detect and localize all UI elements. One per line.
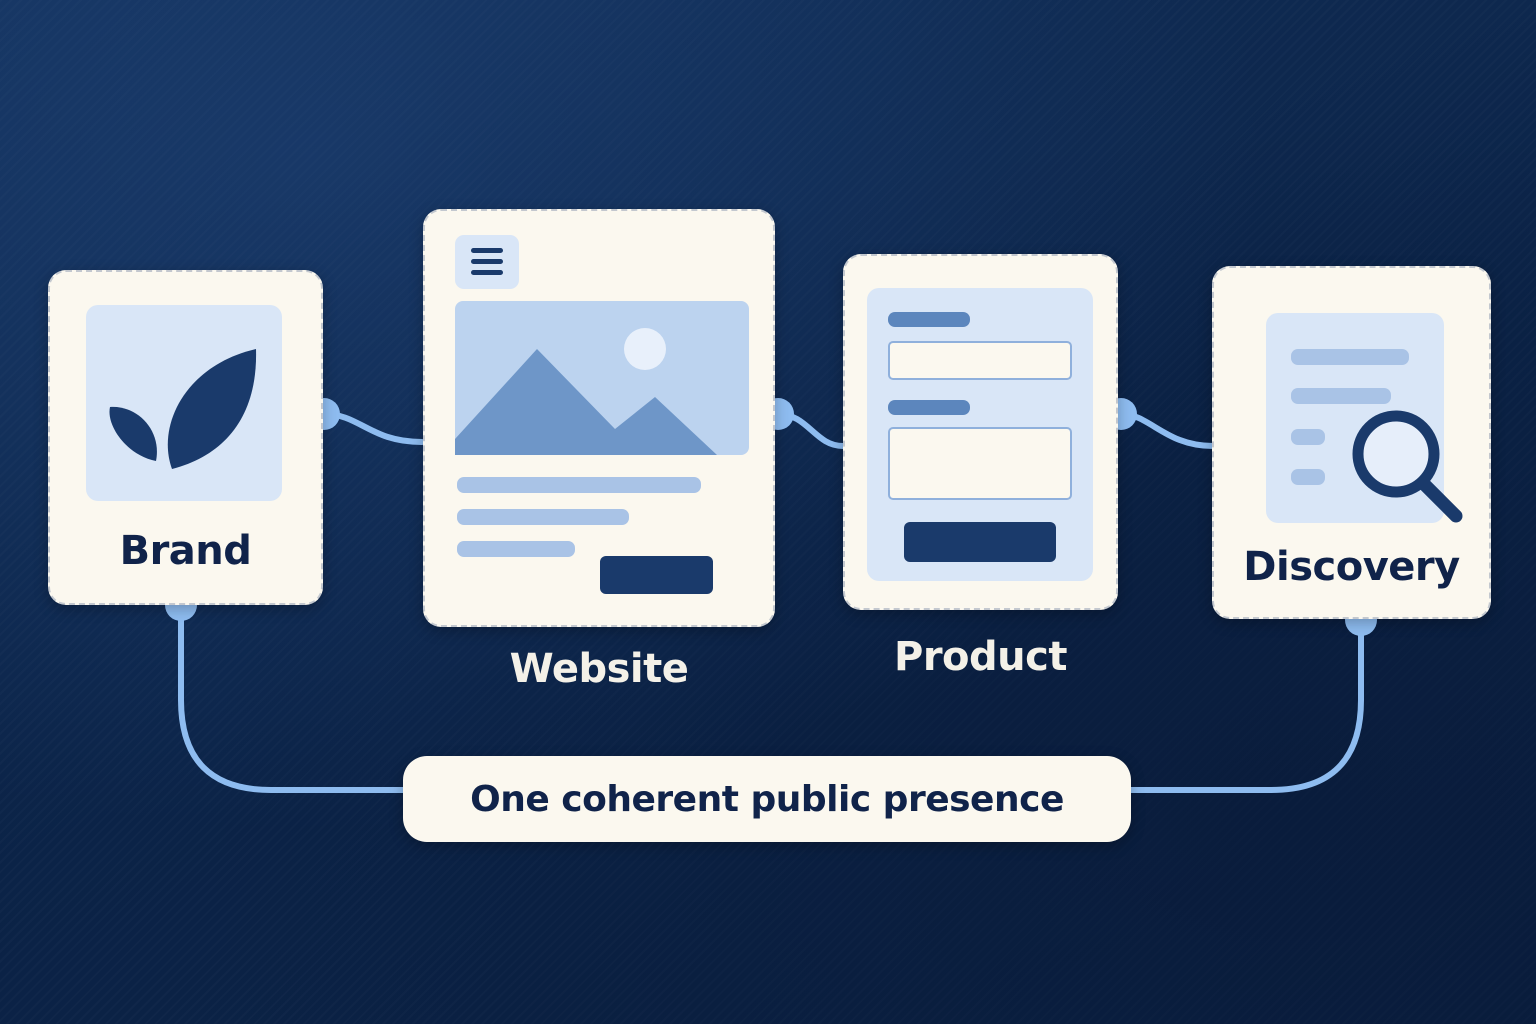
- summary-label: One coherent public presence: [470, 778, 1064, 820]
- form-field-textarea: [888, 427, 1072, 500]
- node-card-discovery: Discovery: [1212, 266, 1491, 619]
- form-icon: [867, 288, 1093, 581]
- text-line: [457, 541, 575, 557]
- node-label-brand: Brand: [119, 528, 252, 574]
- summary-pill: One coherent public presence: [403, 756, 1131, 842]
- text-line: [1291, 469, 1325, 485]
- connector-discovery-summary: [1128, 617, 1364, 793]
- text-line: [1291, 388, 1391, 404]
- text-line: [457, 509, 629, 525]
- form-field-label: [888, 400, 970, 415]
- menu-icon: [455, 235, 519, 289]
- connector-brand-summary: [178, 602, 406, 793]
- website-cta-button: [600, 556, 713, 594]
- node-card-brand: Brand: [48, 270, 323, 605]
- brand-icon-panel: [86, 305, 282, 501]
- hero-image-icon: [455, 301, 749, 455]
- node-card-product: [843, 254, 1118, 610]
- node-label-discovery: Discovery: [1243, 544, 1460, 590]
- form-field-input: [888, 341, 1072, 380]
- form-field-label: [888, 312, 970, 327]
- form-submit-button: [904, 522, 1056, 562]
- leaf-icon: [109, 349, 257, 469]
- magnifier-icon: [1352, 410, 1463, 523]
- text-line: [457, 477, 701, 493]
- node-card-website: [423, 209, 775, 627]
- text-line: [1291, 349, 1409, 365]
- node-label-product: Product: [894, 634, 1067, 680]
- text-line: [1291, 429, 1325, 445]
- node-label-website: Website: [509, 646, 689, 692]
